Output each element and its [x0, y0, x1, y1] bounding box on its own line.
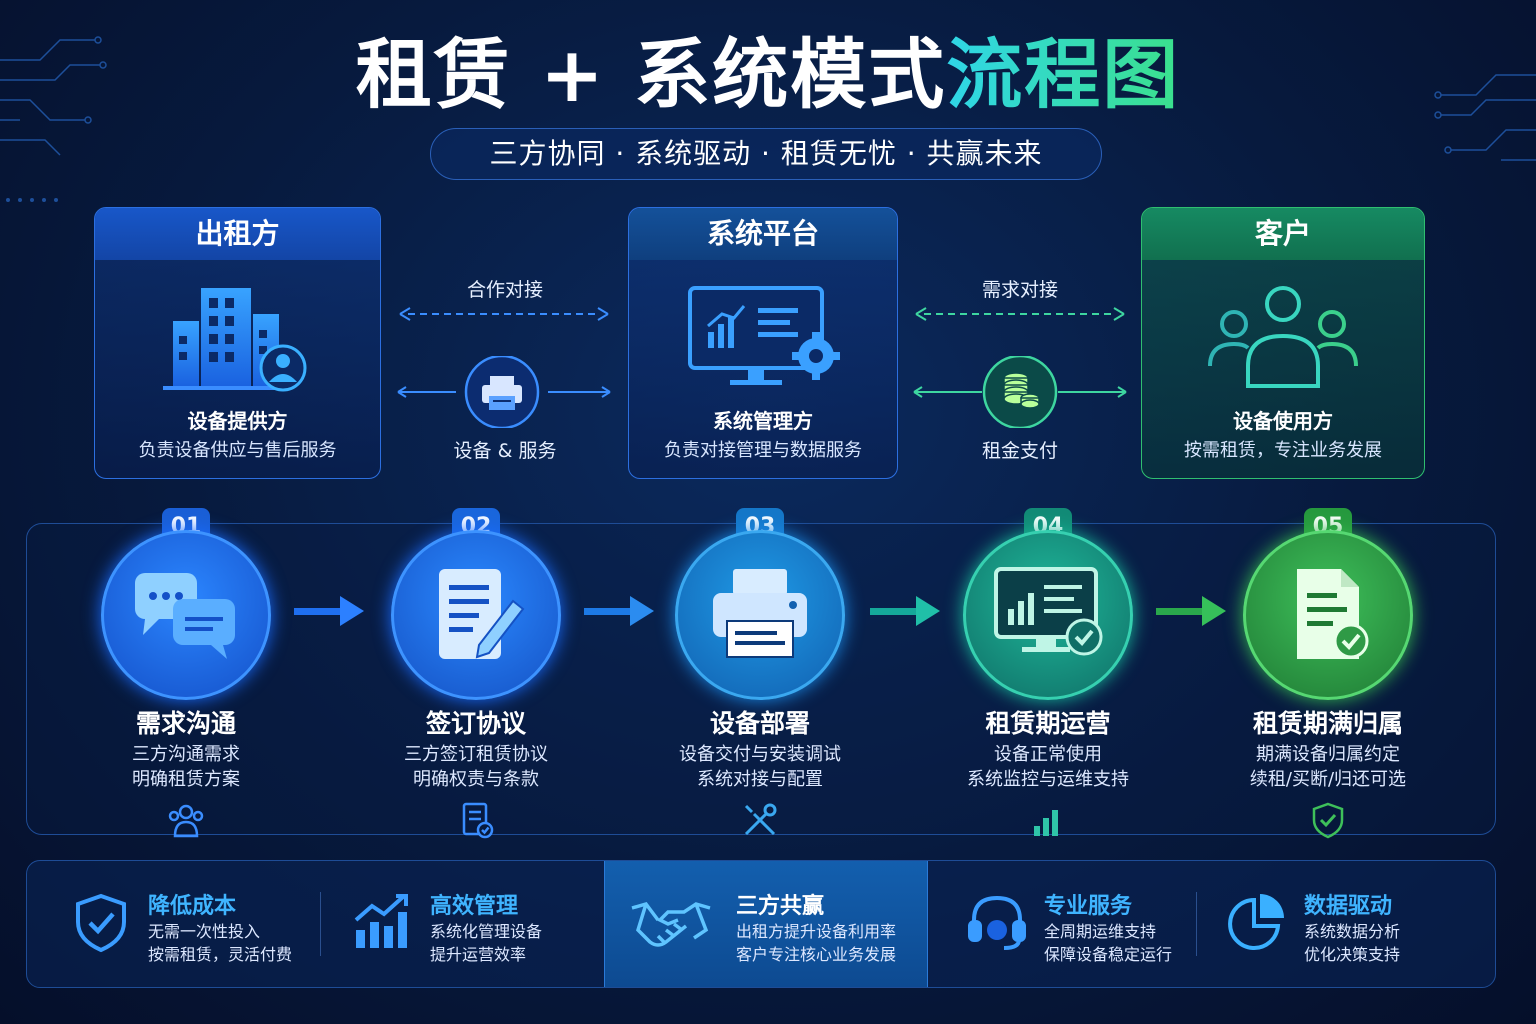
benefit-desc-line: 优化决策支持 [1304, 945, 1401, 964]
printer-icon [482, 376, 522, 410]
benefit-desc-line: 全周期运维支持 [1044, 922, 1157, 941]
link-label-rent-payment: 租金支付 [981, 440, 1058, 462]
step-name: 设备部署 [709, 709, 810, 738]
benefit-desc-line: 保障设备稳定运行 [1044, 945, 1173, 964]
step-desc: 三方沟通需求明确租赁方案 [56, 742, 316, 792]
benefit-desc-line: 系统数据分析 [1304, 922, 1401, 941]
benefit-service: 专业服务 全周期运维支持保障设备稳定运行 [964, 860, 1204, 988]
benefit-desc: 无需一次性投入按需租赁，灵活付费 [148, 920, 292, 966]
users-icon [168, 804, 204, 838]
arrow-right-icon [870, 596, 940, 626]
step-desc-line: 设备正常使用 [994, 744, 1102, 765]
party-desc: 按需租赁，专注业务发展 [1184, 440, 1382, 461]
subtitle-pill: 三方协同 · 系统驱动 · 租赁无忧 · 共赢未来 [430, 128, 1102, 180]
step-desc: 期满设备归属约定续租/买断/归还可选 [1198, 742, 1458, 792]
step-desc-line: 系统监控与运维支持 [967, 769, 1129, 790]
benefit-desc: 系统数据分析优化决策支持 [1304, 920, 1400, 966]
benefit-desc: 系统化管理设备提升运营效率 [430, 920, 542, 966]
circuit-decoration-right [1434, 74, 1536, 161]
party-header: 出租方 [95, 208, 380, 260]
monitor-check-icon [963, 530, 1133, 700]
benefit-divider [1196, 892, 1197, 956]
benefit-desc-line: 提升运营效率 [430, 945, 527, 964]
party-card-platform: 系统平台 系统管理方 负责对接管理与数据服务 [628, 207, 898, 479]
step-desc-line: 三方沟通需求 [132, 744, 240, 765]
growth-chart-icon [354, 894, 408, 948]
handshake-icon [631, 901, 711, 947]
circuit-decoration-left [0, 36, 107, 202]
benefit-title: 专业服务 [1044, 894, 1133, 919]
document-pen-icon [391, 530, 561, 700]
benefit-cost: 降低成本 无需一次性投入按需租赁，灵活付费 [68, 860, 318, 988]
party-desc: 负责对接管理与数据服务 [664, 440, 862, 461]
benefit-desc-line: 客户专注核心业务发展 [736, 945, 897, 964]
benefit-management: 高效管理 系统化管理设备提升运营效率 [350, 860, 600, 988]
benefit-desc-line: 无需一次性投入 [148, 922, 261, 941]
document-check-icon [1243, 530, 1413, 700]
printer-icon [675, 530, 845, 700]
coins-icon [1003, 372, 1040, 409]
link-label-cooperation: 合作对接 [466, 279, 543, 301]
benefit-desc: 全周期运维支持保障设备稳定运行 [1044, 920, 1172, 966]
party-card-client: 客户 设备使用方 按需租赁，专注业务发展 [1141, 207, 1425, 479]
arrow-right-icon [1156, 596, 1226, 626]
party-header: 客户 [1142, 208, 1424, 260]
tools-icon [744, 803, 777, 836]
party-name: 设备提供方 [187, 409, 288, 433]
building-user-icon [95, 286, 380, 396]
step-desc-line: 续租/买断/归还可选 [1249, 769, 1407, 790]
benefit-divider [320, 892, 321, 956]
benefit-desc: 出租方提升设备利用率客户专注核心业务发展 [736, 920, 896, 966]
step-desc-line: 明确租赁方案 [132, 769, 240, 790]
monitor-gear-icon [629, 286, 897, 396]
step-desc-line: 系统对接与配置 [697, 769, 823, 790]
bar-chart-icon [1034, 810, 1058, 836]
pie-chart-icon [1228, 894, 1284, 950]
benefit-desc-line: 按需租赁，灵活付费 [148, 945, 293, 964]
party-card-lessor: 出租方 设备提供方 负责设备供应与售后服务 [94, 207, 381, 479]
users-group-icon [1142, 286, 1424, 396]
benefit-win-win: 三方共赢 出租方提升设备利用率客户专注核心业务发展 [631, 860, 922, 988]
arrow-right-icon [584, 596, 654, 626]
party-header: 系统平台 [629, 208, 897, 260]
chat-bubbles-icon [101, 530, 271, 700]
step-desc-line: 三方签订租赁协议 [404, 744, 548, 765]
benefit-data: 数据驱动 系统数据分析优化决策支持 [1224, 860, 1464, 988]
dashed-double-arrow-left [399, 307, 609, 321]
benefit-title: 数据驱动 [1304, 894, 1393, 919]
benefit-title: 高效管理 [430, 894, 519, 919]
title-main: 租赁 + 系统模式 [355, 30, 947, 119]
step-desc-line: 明确权责与条款 [413, 769, 539, 790]
step-name: 租赁期满归属 [1252, 709, 1403, 738]
benefit-title: 降低成本 [148, 894, 237, 919]
party-desc: 负责设备供应与售后服务 [138, 440, 337, 461]
party-name: 设备使用方 [1233, 409, 1333, 433]
step-desc-line: 期满设备归属约定 [1256, 744, 1400, 765]
step-desc: 设备正常使用系统监控与运维支持 [918, 742, 1178, 792]
step-name: 签订协议 [425, 709, 526, 738]
benefit-highlight-background [604, 861, 928, 987]
step-name: 租赁期运营 [985, 709, 1111, 738]
shield-check-icon [76, 893, 126, 953]
party-name: 系统管理方 [713, 409, 813, 433]
step-name: 需求沟通 [135, 709, 236, 738]
link-label-device-service: 设备 & 服务 [453, 440, 557, 462]
document-check-icon [462, 802, 494, 839]
step-desc: 设备交付与安装调试系统对接与配置 [630, 742, 890, 792]
benefit-title: 三方共赢 [736, 894, 825, 919]
title-highlight: 流程图 [946, 30, 1181, 119]
benefit-desc-line: 系统化管理设备 [430, 922, 543, 941]
page-title: 租赁 + 系统模式流程图 [0, 30, 1536, 120]
arrow-right-icon [294, 596, 364, 626]
device-service-connector [397, 356, 611, 428]
link-label-demand: 需求对接 [981, 279, 1058, 301]
step-desc-line: 设备交付与安装调试 [679, 744, 841, 765]
step-desc: 三方签订租赁协议明确权责与条款 [346, 742, 606, 792]
benefit-desc-line: 出租方提升设备利用率 [736, 922, 897, 941]
dashed-double-arrow-right [915, 307, 1125, 321]
shield-check-icon [1312, 802, 1344, 839]
headset-icon [968, 895, 1026, 950]
rent-payment-connector [913, 356, 1127, 428]
